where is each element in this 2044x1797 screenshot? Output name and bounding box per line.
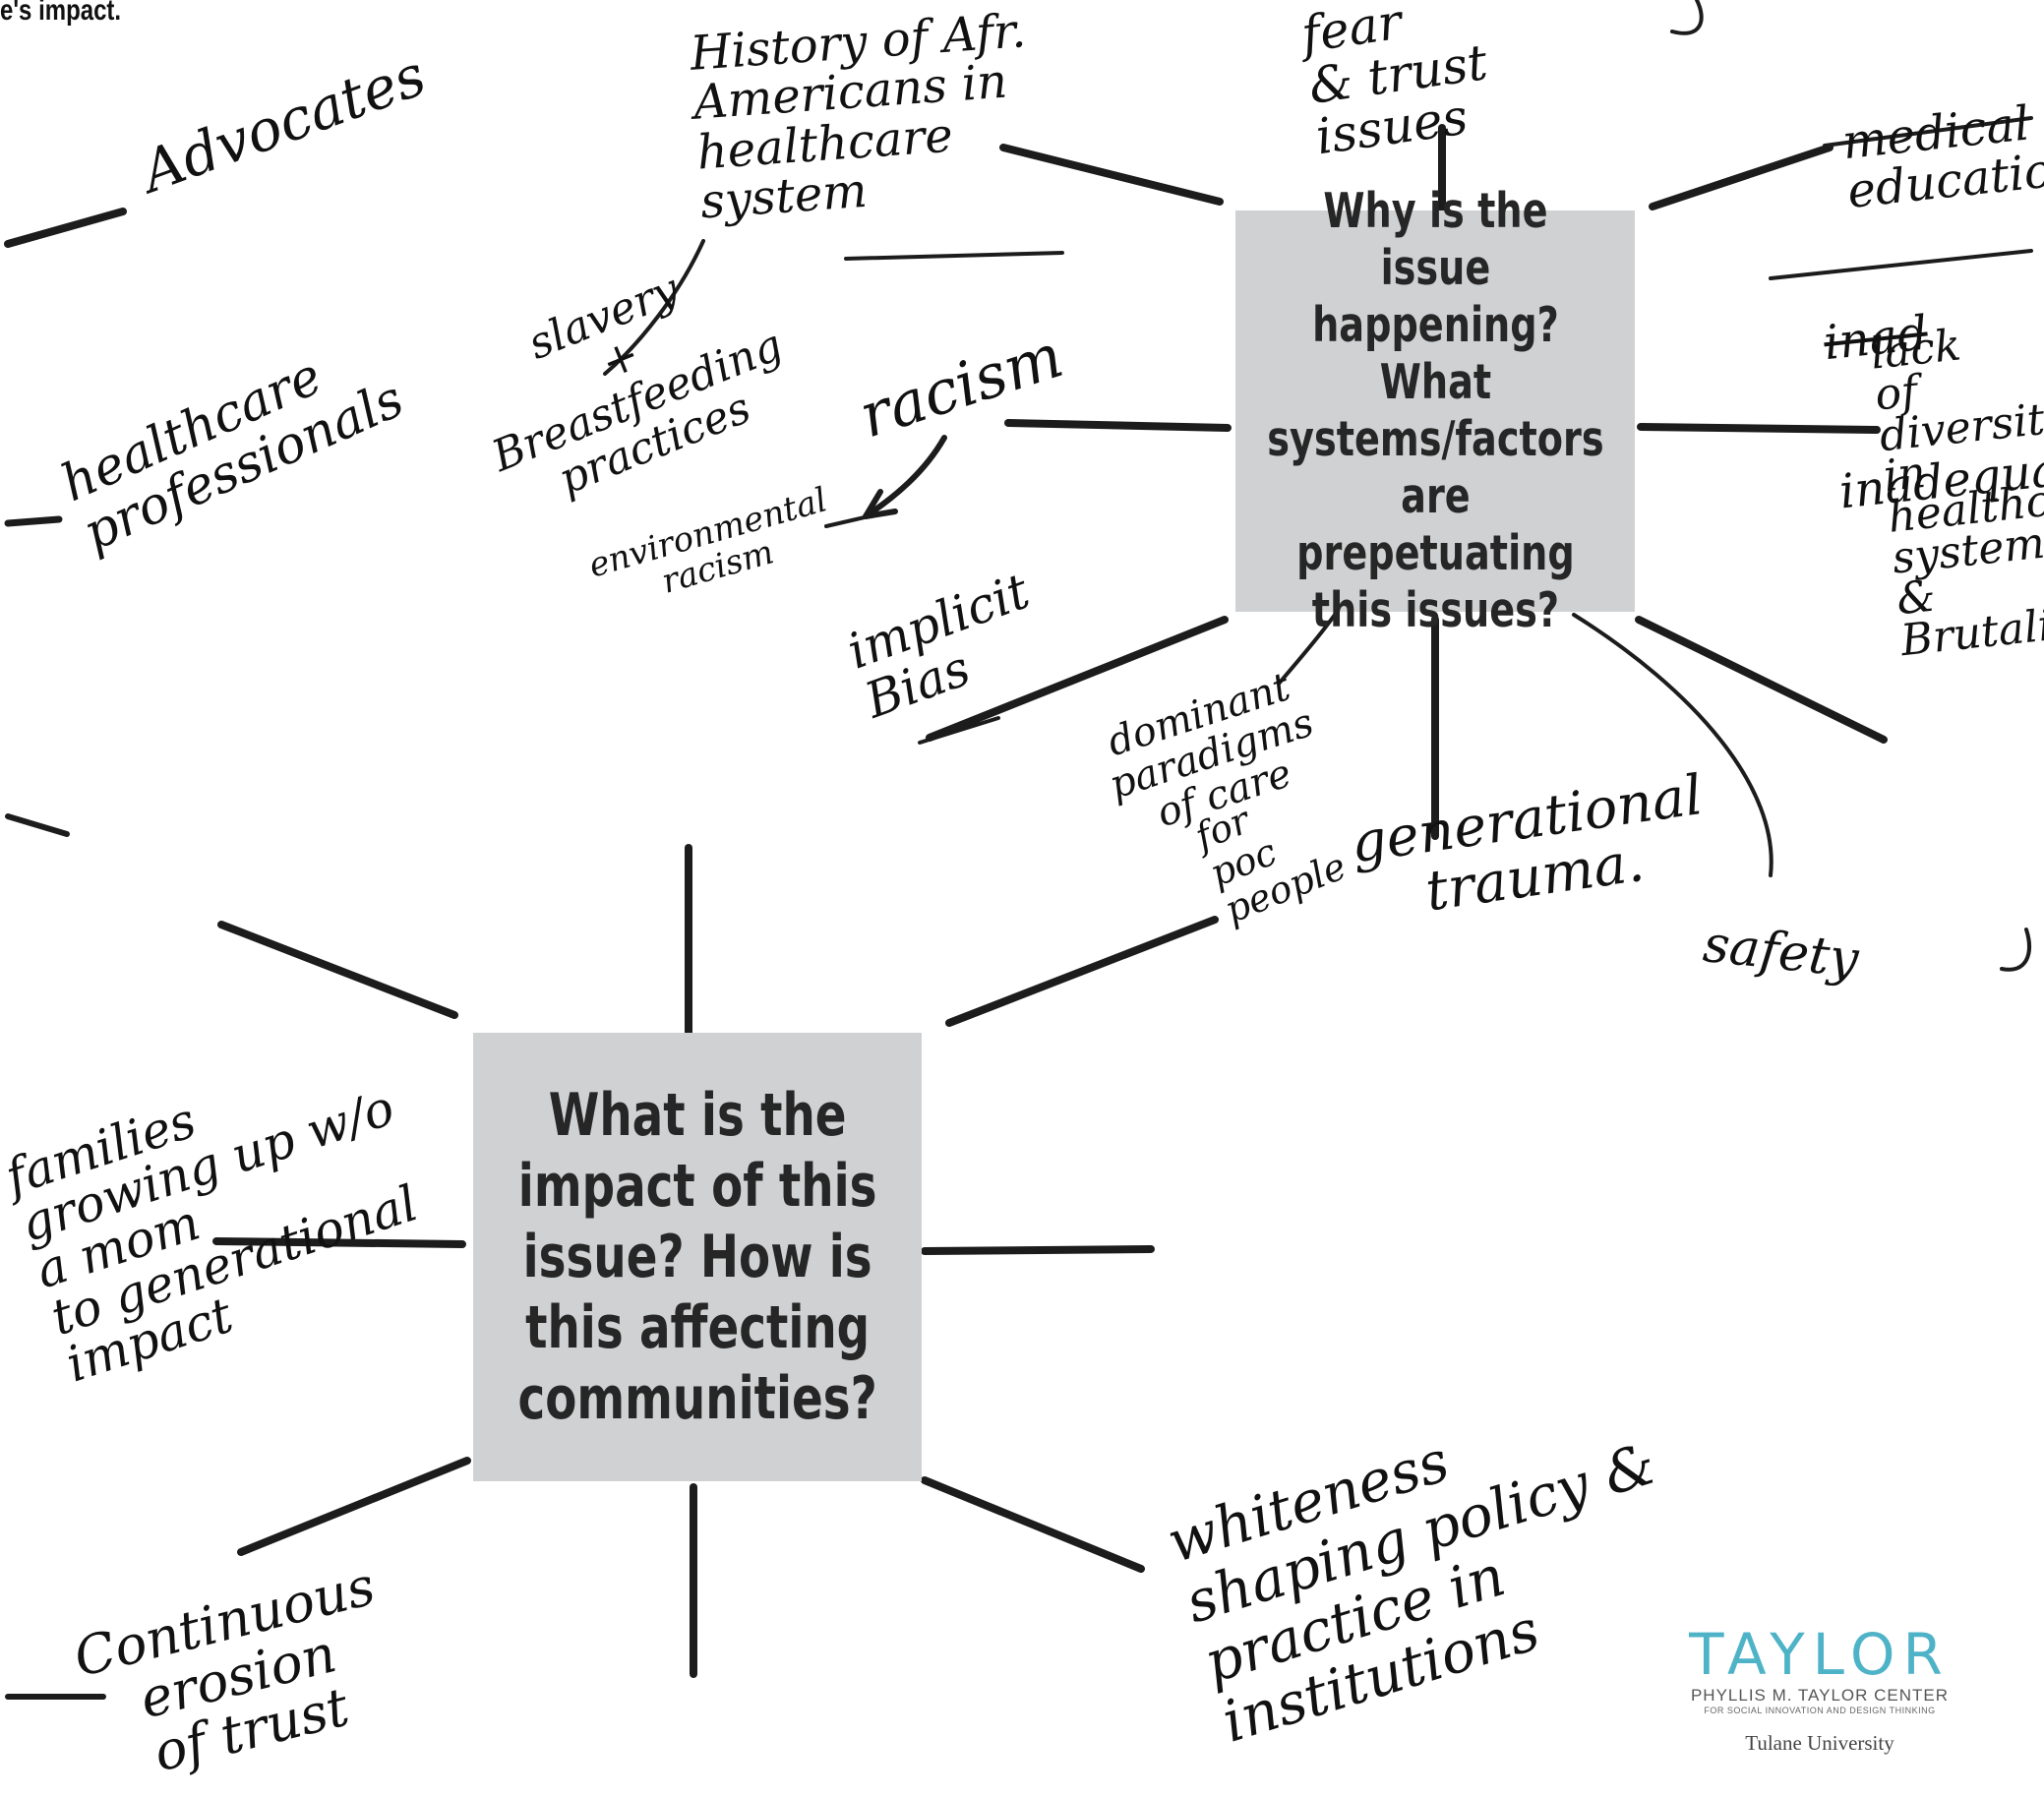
pen-history-underline (844, 251, 1064, 261)
spoke-left-professionals (4, 515, 63, 527)
pen-safety-link (1572, 613, 1773, 877)
impact-prompt-text: What is the impact of this issue? How is… (517, 1081, 877, 1433)
note-history: History of Afr. Americans in healthcare … (688, 3, 1028, 230)
spoke-impact-right (921, 1245, 1155, 1255)
pen-medical-underline (1769, 249, 2033, 280)
note-medical-education-text: medical education (1839, 95, 2044, 220)
spoke-left-advocates (4, 208, 127, 248)
spoke-why-lower-left (926, 616, 1229, 742)
why-prompt-box: Why is the issue happening? What systems… (1235, 183, 1635, 638)
pen-implicit-underline (918, 716, 1000, 745)
logo-wordmark: TAYLOR (1689, 1621, 1951, 1688)
pen-racism-arrow (863, 435, 947, 519)
spoke-why-upper-left (999, 144, 1224, 206)
spoke-why-right (1637, 423, 1881, 434)
logo-center-name: PHYLLIS M. TAYLOR CENTER (1690, 1686, 1950, 1705)
note-fear-trust: fear & trust issues (1297, 0, 1491, 166)
pen-hook-right (2000, 928, 2031, 972)
spoke-why-upper-right (1649, 144, 1834, 210)
logo-tagline: FOR SOCIAL INNOVATION AND DESIGN THINKIN… (1704, 1706, 1936, 1715)
pen-hook-top (1670, 0, 1704, 35)
page-caption: e's impact. (0, 0, 122, 27)
why-prompt-text: Why is the issue happening? What systems… (1266, 183, 1604, 638)
taylor-center-logo: TAYLOR PHYLLIS M. TAYLOR CENTER FOR SOCI… (1674, 1625, 1965, 1756)
spoke-left-mid (5, 813, 70, 837)
impact-prompt-box: What is the impact of this issue? How is… (473, 1033, 922, 1481)
spoke-why-generational (945, 916, 1219, 1027)
logo-university: Tulane University (1745, 1731, 1894, 1755)
spoke-impact-left (212, 1237, 466, 1248)
spoke-why-left (1004, 419, 1232, 432)
pen-medical-line (1823, 116, 2033, 148)
pen-slavery-link (603, 239, 705, 376)
spoke-impact-lower-right (921, 1476, 1145, 1573)
spoke-why-lower-right (1635, 616, 1888, 744)
spoke-impact-upper-left (217, 921, 458, 1019)
pen-racism-underline (824, 509, 892, 528)
spoke-impact-lower-left (237, 1457, 471, 1556)
